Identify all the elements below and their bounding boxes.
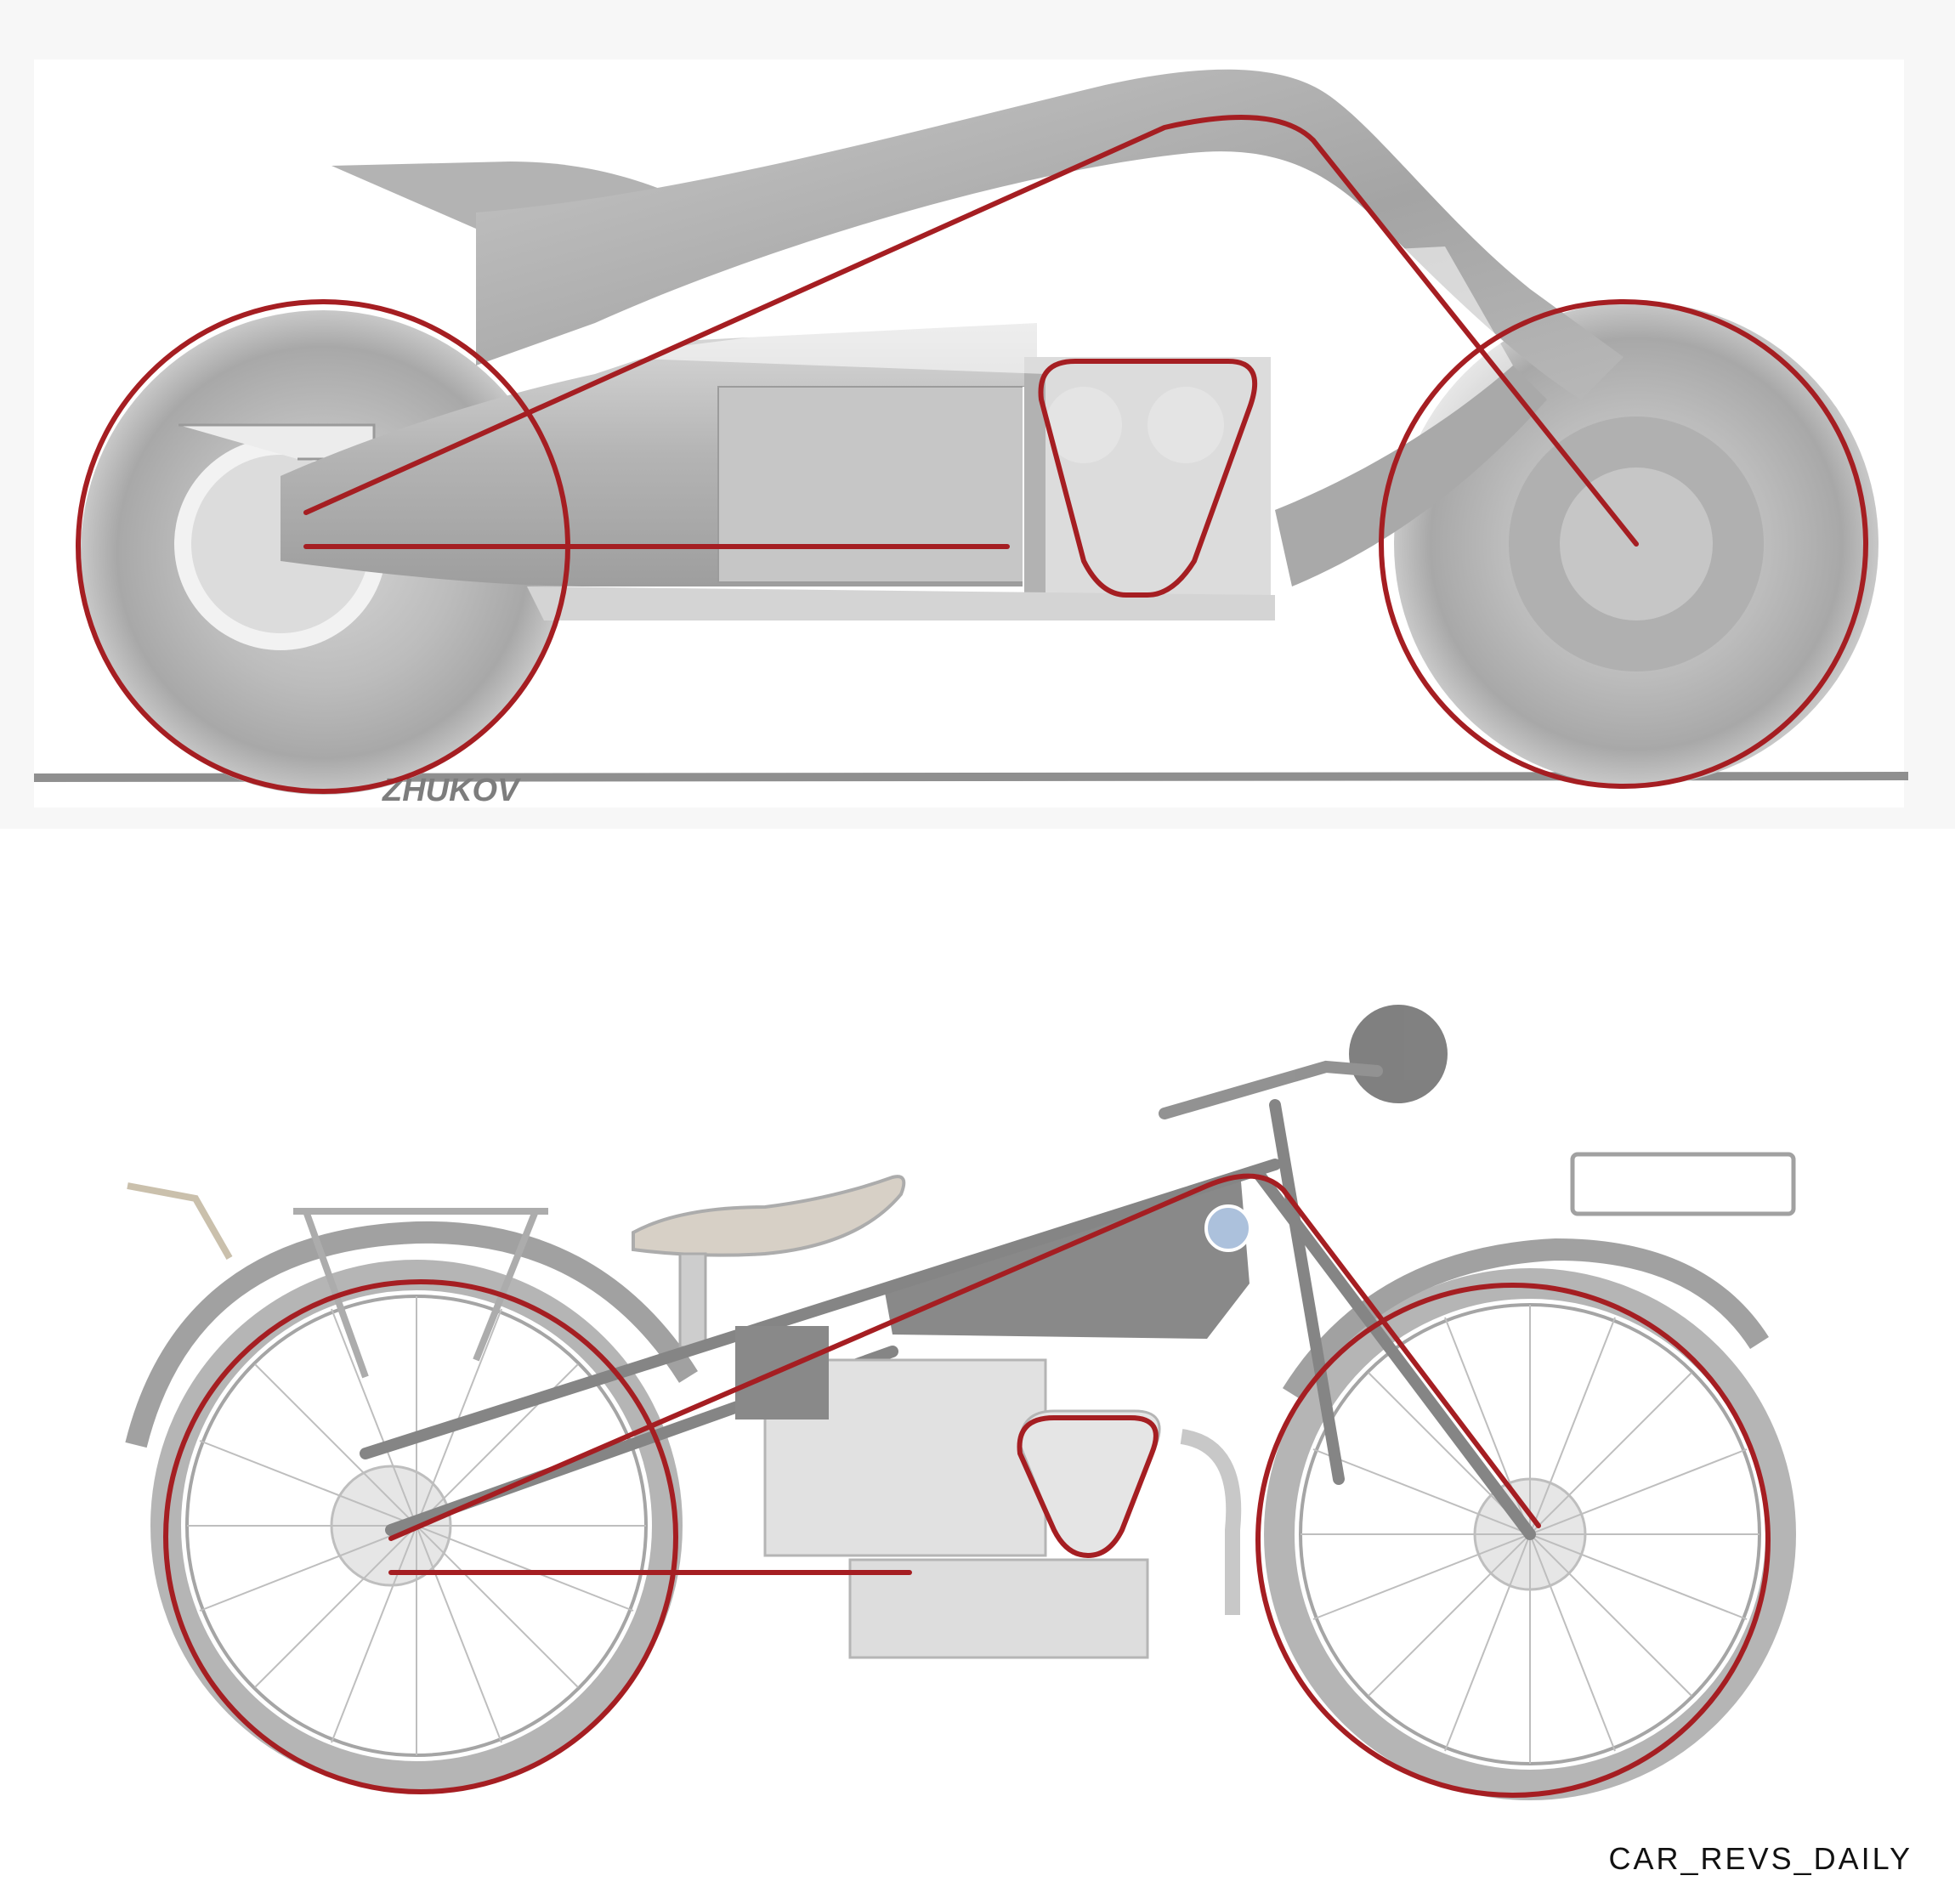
- vintage-overlay: [163, 1173, 1771, 1798]
- vintage-seat-spring: [678, 1252, 707, 1349]
- concept-bike-illustration: ZHUKOV: [34, 60, 1908, 808]
- vintage-fuel-tank: [884, 1182, 1250, 1339]
- vintage-engine: [735, 1326, 1242, 1659]
- vintage-bike-panel: [0, 829, 1955, 1904]
- concept-bike-panel: ZHUKOV: [0, 0, 1955, 829]
- vintage-saddle: [632, 1175, 906, 1257]
- vintage-headlamp: [1349, 1005, 1448, 1103]
- overlay-front-wheel-circle: [1379, 299, 1868, 789]
- vintage-tank-badge: [1204, 1204, 1252, 1252]
- vintage-rear-fender: [125, 1221, 699, 1448]
- vintage-bike-illustration: [125, 1005, 1796, 1800]
- vintage-handlebar: [1159, 1060, 1383, 1119]
- vintage-number-plate: [1570, 1152, 1796, 1216]
- overlay-frame-line: [388, 1173, 1541, 1541]
- concept-overlay: [76, 115, 1868, 794]
- ground-line: [34, 772, 1908, 782]
- concept-frame: [280, 69, 1624, 620]
- overlay-engine-shape: [1017, 1415, 1159, 1558]
- vintage-tail-lever: [127, 1182, 233, 1260]
- vintage-front-fender: [1282, 1238, 1769, 1400]
- overlay-rear-wheel-circle: [163, 1279, 678, 1794]
- overlay-frame-line: [303, 115, 1639, 547]
- overlay-front-wheel-circle: [1255, 1283, 1771, 1798]
- watermark-text: CAR_REVS_DAILY: [1608, 1841, 1912, 1876]
- overlay-engine-shape: [1038, 359, 1258, 598]
